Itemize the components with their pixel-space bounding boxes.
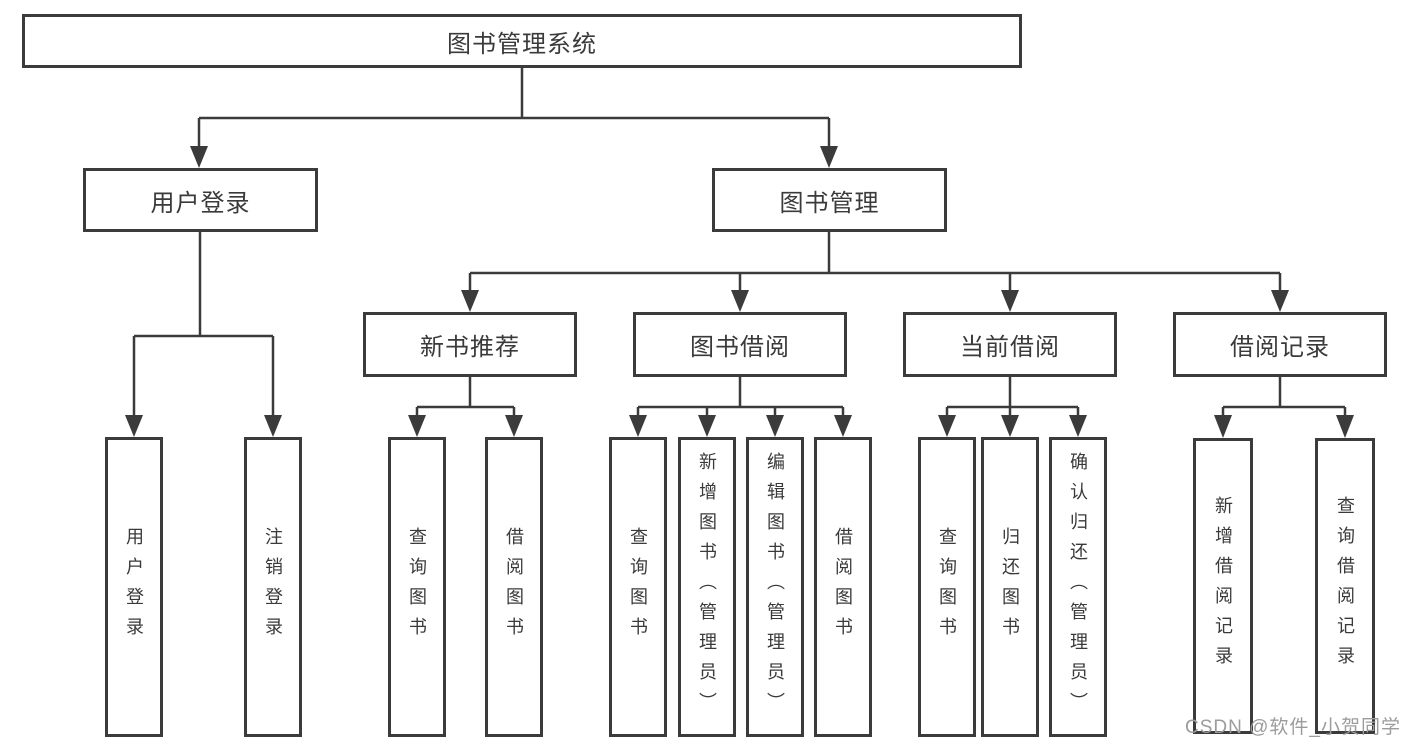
leaf-add-borrow-record: 新增借阅记录	[1193, 438, 1253, 734]
leaf-confirm-return-admin-label: 确认归还（管理员）	[1068, 452, 1088, 722]
node-book-borrow: 图书借阅	[633, 312, 847, 377]
leaf-query-borrow-record: 查询借阅记录	[1315, 438, 1375, 734]
node-library-system: 图书管理系统	[22, 14, 1022, 68]
leaf-query-books-2: 查询图书	[609, 437, 667, 737]
leaf-borrow-books-1-label: 借阅图书	[504, 527, 524, 647]
leaf-query-books-2-label: 查询图书	[628, 527, 648, 647]
leaf-query-books-3-label: 查询图书	[937, 527, 957, 647]
leaf-return-books: 归还图书	[981, 437, 1039, 737]
leaf-query-books-1-label: 查询图书	[407, 527, 427, 647]
leaf-confirm-return-admin: 确认归还（管理员）	[1049, 437, 1107, 737]
leaf-borrow-books-1: 借阅图书	[485, 437, 543, 737]
leaf-query-books-1: 查询图书	[388, 437, 446, 737]
node-current-borrow: 当前借阅	[903, 312, 1117, 377]
leaf-query-borrow-record-label: 查询借阅记录	[1335, 496, 1355, 676]
leaf-borrow-books-2: 借阅图书	[814, 437, 872, 737]
watermark-text: CSDN @软件_小贺同学	[1185, 717, 1401, 738]
leaf-edit-books-admin: 编辑图书（管理员）	[746, 437, 804, 737]
leaf-add-books-admin-label: 新增图书（管理员）	[697, 452, 717, 722]
connector-root-to-level2	[190, 68, 838, 168]
leaf-logout-label: 注销登录	[263, 527, 283, 647]
leaf-add-borrow-record-label: 新增借阅记录	[1213, 496, 1233, 676]
node-borrow-records: 借阅记录	[1173, 312, 1387, 377]
leaf-user-login-label: 用户登录	[124, 527, 144, 647]
connector-book-management-to-level3	[461, 232, 1289, 312]
leaf-query-books-3: 查询图书	[918, 437, 976, 737]
node-new-book-recommend: 新书推荐	[363, 312, 577, 377]
leaf-edit-books-admin-label: 编辑图书（管理员）	[765, 452, 785, 722]
leaf-borrow-books-2-label: 借阅图书	[833, 527, 853, 647]
node-user-login: 用户登录	[83, 168, 318, 232]
leaf-user-login: 用户登录	[105, 437, 163, 737]
connector-user-login-children	[125, 232, 282, 437]
connector-borrow-records-children	[1214, 377, 1354, 438]
leaf-add-books-admin: 新增图书（管理员）	[678, 437, 736, 737]
connector-current-borrow-children	[938, 377, 1087, 437]
leaf-return-books-label: 归还图书	[1000, 527, 1020, 647]
connector-book-borrow-children	[629, 377, 852, 437]
connector-new-book-recommend-children	[408, 377, 523, 437]
node-book-management: 图书管理	[712, 168, 947, 232]
leaf-logout: 注销登录	[244, 437, 302, 737]
